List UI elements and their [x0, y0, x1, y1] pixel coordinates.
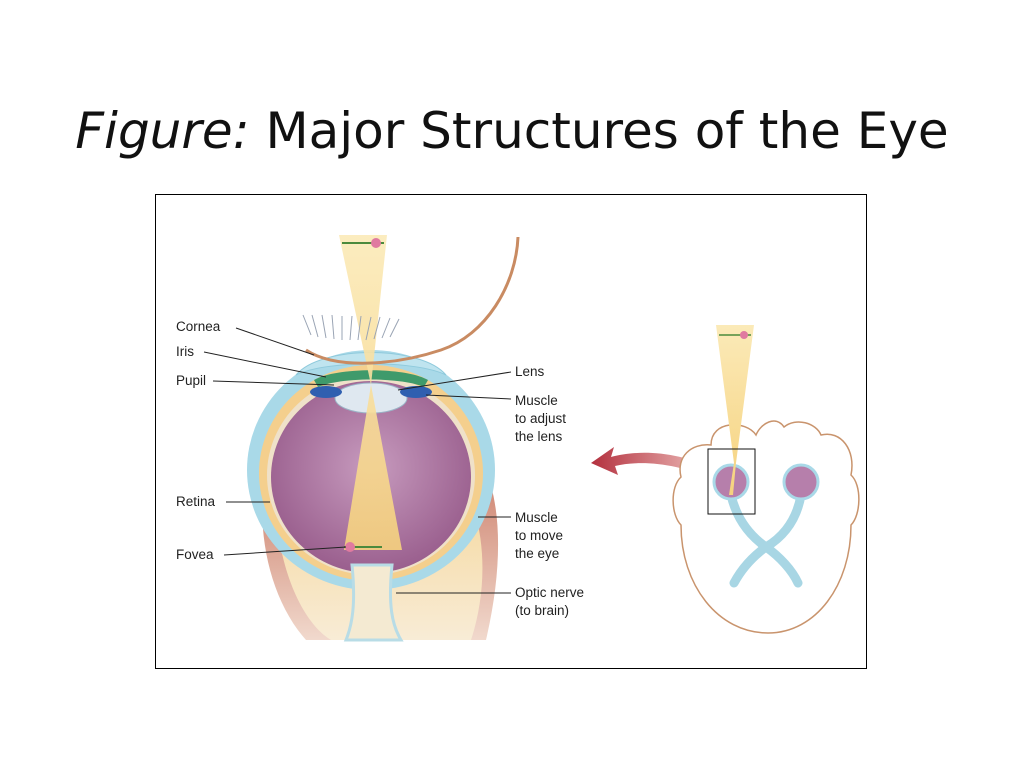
label-cornea: Cornea: [176, 319, 221, 334]
label-muscle-eye-1: Muscle: [515, 510, 558, 525]
label-muscle-lens-2: to adjust: [515, 411, 566, 426]
zoom-box: [707, 448, 756, 515]
label-optic-nerve-1: Optic nerve: [515, 585, 584, 600]
optic-chiasm: [726, 490, 806, 588]
label-muscle-lens-1: Muscle: [515, 393, 558, 408]
leader-lines: [203, 327, 512, 594]
eye-diagram: Cornea Iris Pupil Retina Fovea Lens Musc…: [176, 235, 860, 642]
eyelashes: [302, 314, 400, 341]
label-retina: Retina: [176, 494, 216, 509]
label-lens: Lens: [515, 364, 545, 379]
eye-cross-section: [247, 235, 520, 642]
pointer-arrow-icon: [591, 447, 716, 480]
eye-diagram-frame: Cornea Iris Pupil Retina Fovea Lens Musc…: [155, 194, 867, 669]
ciliary-muscle-right: [400, 386, 432, 398]
ciliary-muscle-left: [310, 386, 342, 398]
label-optic-nerve-2: (to brain): [515, 603, 569, 618]
eyelid-outline: [305, 236, 520, 365]
orbital-fat: [274, 470, 483, 640]
head-eye-right: [782, 463, 820, 501]
flower-object-icon: [371, 238, 381, 248]
fovea-image-icon: [345, 542, 355, 552]
title-rest: Major Structures of the Eye: [265, 101, 949, 160]
label-muscle-lens-3: the lens: [515, 429, 563, 444]
label-muscle-eye-3: the eye: [515, 546, 559, 561]
label-fovea: Fovea: [176, 547, 214, 562]
light-beam: [339, 235, 402, 550]
label-iris: Iris: [176, 344, 194, 359]
head-light-beam: [716, 325, 754, 495]
head-eye-left: [712, 463, 750, 501]
label-muscle-eye-2: to move: [515, 528, 563, 543]
optic-nerve: [343, 563, 404, 642]
head-top-view: [672, 325, 860, 634]
label-pupil: Pupil: [176, 373, 206, 388]
head-flower-icon: [740, 331, 748, 339]
title-lead: Figure:: [75, 101, 250, 160]
slide-title: Figure: Major Structures of the Eye: [0, 96, 1024, 166]
head-outline: [672, 420, 860, 634]
